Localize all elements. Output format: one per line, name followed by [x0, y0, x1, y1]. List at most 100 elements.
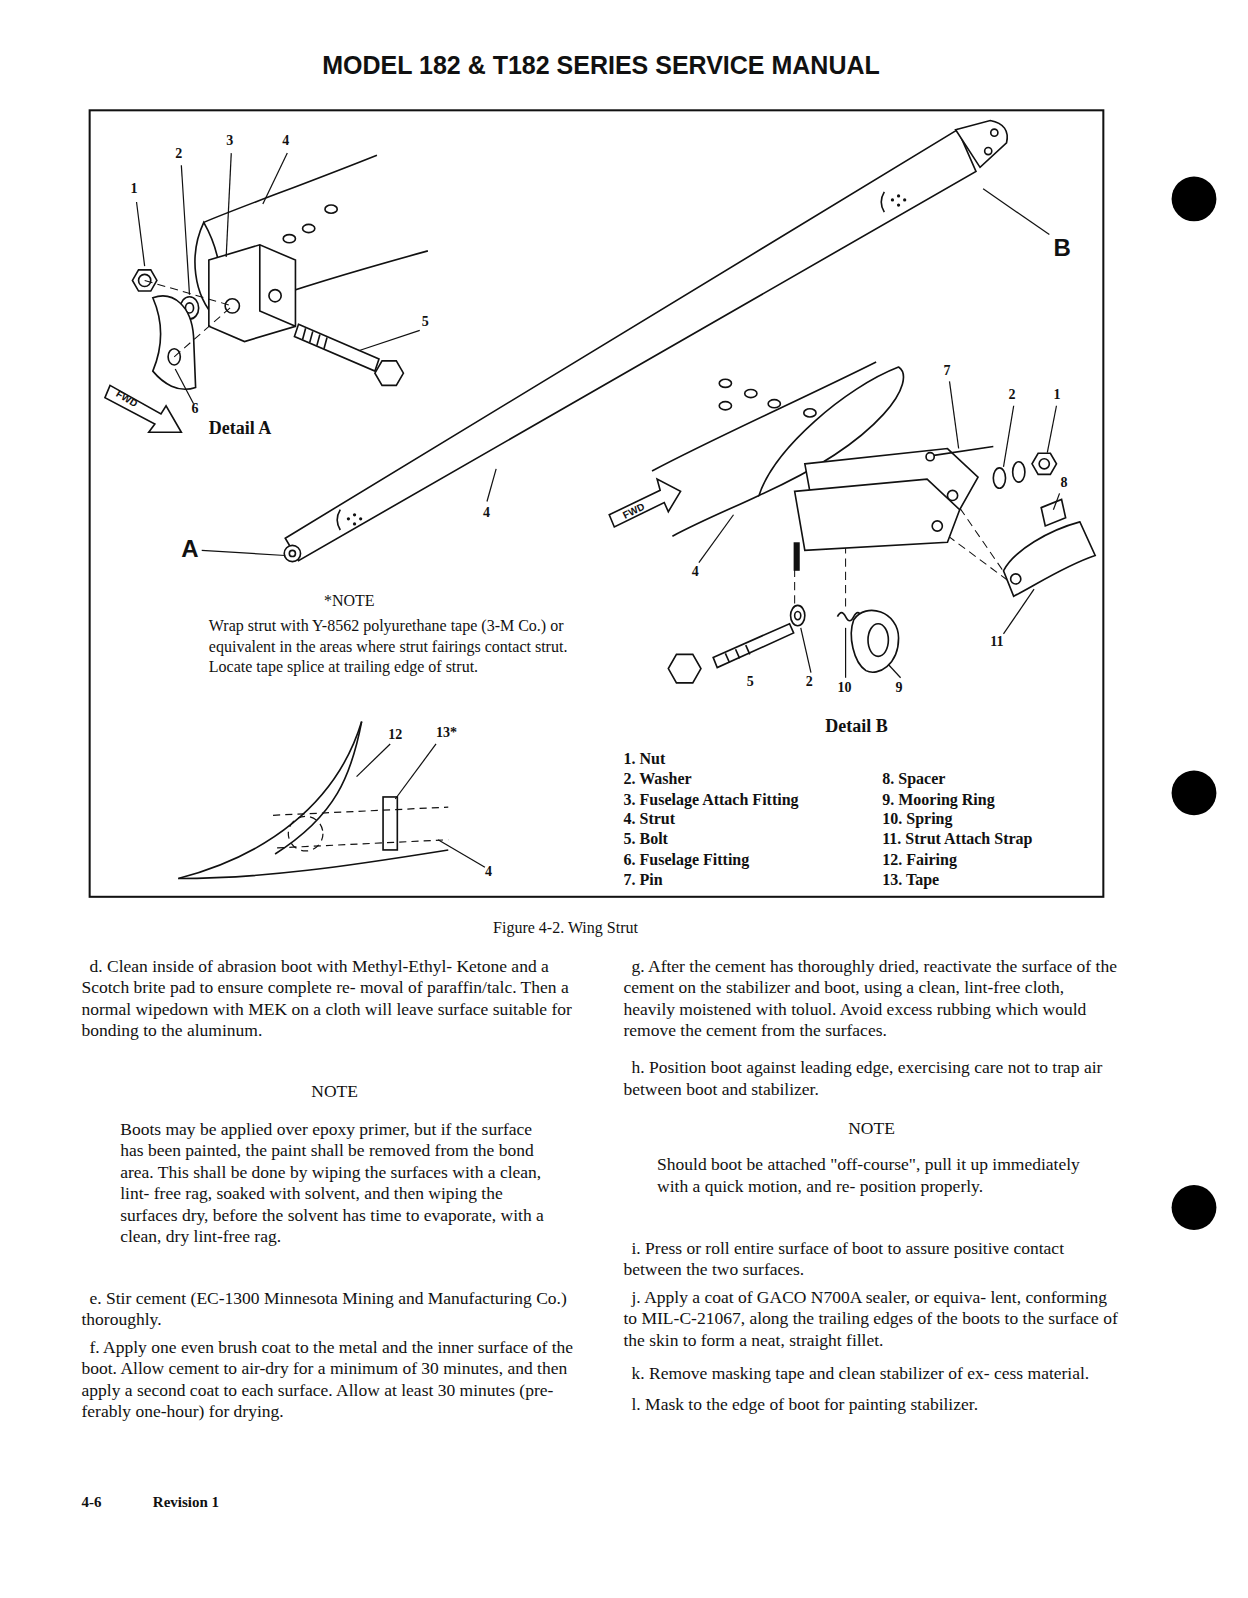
detail-b-drawing	[713, 624, 793, 668]
strut-drawing	[956, 120, 1008, 167]
detail-a-drawing	[303, 224, 315, 232]
callout-number: 2	[1009, 387, 1016, 403]
parts-list-item: 5. Bolt	[623, 830, 667, 848]
callout-number: 3	[226, 133, 233, 149]
punch-hole	[1172, 177, 1217, 1230]
detail-b-drawing	[804, 409, 816, 417]
procedure-step: e. Stir cement (EC-1300 Minnesota Mining…	[82, 1288, 588, 1331]
callout-number: 2	[806, 674, 813, 690]
detail-b-drawing	[768, 400, 780, 408]
detail-b-drawing	[851, 610, 898, 672]
leader-line	[1003, 589, 1034, 634]
centerline	[145, 280, 1009, 609]
figure-frame	[90, 110, 1104, 896]
leader-line	[395, 744, 436, 799]
procedure-step: k. Remove masking tape and clean stabili…	[623, 1363, 1119, 1385]
parts-list-item: 12. Fairing	[882, 851, 957, 869]
procedure-step: g. After the cement has thoroughly dried…	[623, 956, 1119, 1042]
parts-list-item: 8. Spacer	[882, 770, 945, 788]
detail-b-drawing	[719, 402, 731, 410]
detail-b-drawing	[609, 479, 680, 527]
detail-b-drawing	[719, 379, 731, 387]
leader-line	[1003, 406, 1013, 467]
rivet-dots	[891, 198, 894, 201]
callout-number: 8	[1061, 475, 1068, 491]
note-heading: *NOTE	[324, 592, 375, 610]
leader-line	[801, 628, 811, 673]
rivet-dots	[347, 517, 350, 520]
strut-drawing	[337, 510, 340, 530]
punch-hole	[1172, 770, 1217, 815]
parts-list-item: 1. Nut	[623, 750, 665, 768]
parts-list-item: 10. Spring	[882, 810, 952, 828]
strut-drawing	[881, 192, 884, 212]
hidden-line	[273, 807, 448, 851]
parts-list-item: 7. Pin	[623, 871, 662, 889]
rivet-dots	[353, 513, 356, 516]
page-number: 4-6	[82, 1494, 102, 1511]
rivet-dots	[897, 203, 900, 206]
centerline	[845, 545, 846, 609]
callout-number: 1	[130, 181, 137, 197]
punch-hole	[1172, 177, 1217, 222]
strut-drawing	[285, 130, 976, 561]
parts-list-item: 11. Strut Attach Strap	[882, 830, 1032, 848]
note-text: Wrap strut with Y-8562 polyurethane tape…	[209, 616, 588, 677]
detail-a-drawing	[153, 296, 196, 389]
direction-arrow-text: FWD	[621, 501, 647, 522]
detail-b-drawing	[947, 490, 957, 500]
procedure-step: h. Position boot against leading edge, e…	[623, 1057, 1119, 1100]
detail-b-drawing	[795, 479, 960, 550]
detail-b-drawing	[668, 654, 701, 683]
parts-list-item: 13. Tape	[882, 871, 939, 889]
detail-letter: B	[1053, 234, 1070, 262]
callout-number: 11	[990, 634, 1003, 650]
hidden-line	[273, 807, 448, 815]
centerline	[174, 306, 232, 357]
detail-a-drawing	[209, 245, 296, 342]
procedure-step: i. Press or roll entire surface of boot …	[623, 1238, 1119, 1281]
callout-number: 13*	[436, 725, 457, 741]
leader-line	[845, 628, 846, 678]
fairing-drawing	[178, 722, 361, 879]
leader-line	[181, 165, 189, 294]
hidden-line	[277, 840, 448, 848]
leader-line	[226, 153, 231, 257]
rivet-dots	[903, 198, 906, 201]
callout-number: 2	[175, 146, 182, 162]
leader-line	[438, 840, 485, 868]
leader-line	[949, 381, 958, 448]
break-mark	[794, 542, 800, 571]
figure-caption: Figure 4-2. Wing Strut	[493, 919, 638, 937]
leader-line	[359, 330, 420, 350]
detail-a-drawing	[303, 328, 327, 348]
detail-a-drawing	[283, 235, 295, 243]
hidden-line	[288, 816, 323, 851]
detail-b-drawing	[926, 453, 934, 461]
strut-drawing	[284, 120, 1007, 561]
detail-b-drawing	[1041, 499, 1065, 525]
leader-line	[983, 189, 1049, 235]
detail-b-drawing	[795, 612, 801, 620]
detail-b-drawing	[1011, 574, 1021, 584]
detail-b-drawing	[609, 362, 1095, 683]
procedure-step: f. Apply one even brush coat to the meta…	[82, 1337, 588, 1423]
leader-line	[175, 369, 193, 404]
punch-hole	[1172, 1185, 1217, 1230]
detail-b-drawing	[791, 605, 805, 625]
detail-b-drawing	[672, 495, 759, 536]
revision-mark: Revision 1	[153, 1494, 219, 1511]
note-heading: NOTE	[82, 1081, 588, 1103]
leader-line	[357, 744, 391, 777]
page-title: MODEL 182 & T182 SERIES SERVICE MANUAL	[322, 51, 880, 80]
rivet-dots	[353, 522, 356, 525]
detail-b-drawing	[1013, 462, 1025, 482]
note-heading: NOTE	[623, 1118, 1119, 1140]
detail-a-drawing	[269, 290, 281, 302]
detail-a-drawing	[375, 361, 404, 385]
figure-frame	[90, 110, 1104, 896]
callout-number: 12	[388, 727, 402, 743]
fairing-drawing	[178, 850, 448, 879]
strut-drawing	[985, 147, 992, 154]
procedure-step: j. Apply a coat of GACO N700A sealer, or…	[623, 1287, 1119, 1352]
